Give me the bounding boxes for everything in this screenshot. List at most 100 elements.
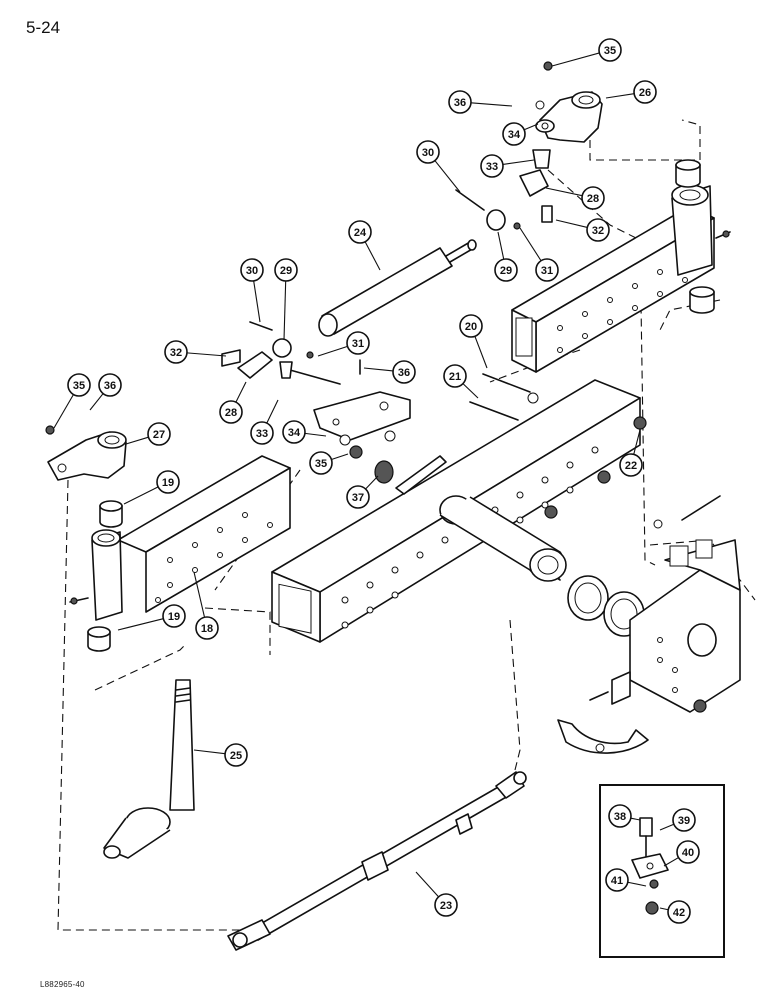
callout-30: 30 xyxy=(240,258,264,323)
callout-31: 31 xyxy=(519,227,559,282)
callout-leader xyxy=(659,907,669,911)
callout-leader xyxy=(117,618,164,631)
callout-label: 35 xyxy=(73,380,85,392)
callout-29: 29 xyxy=(274,258,298,341)
callout-39: 39 xyxy=(659,808,696,832)
callout-label: 26 xyxy=(639,87,651,99)
callout-label: 29 xyxy=(280,265,292,277)
callout-36: 36 xyxy=(363,360,416,384)
callout-label: 36 xyxy=(398,367,410,379)
callout-label: 24 xyxy=(354,227,367,239)
tie-rod xyxy=(227,771,527,951)
callout-leader xyxy=(633,429,641,455)
callout-circle xyxy=(434,893,458,917)
callout-leader xyxy=(627,881,647,887)
callout-label: 22 xyxy=(625,460,637,472)
callout-32: 32 xyxy=(164,340,227,364)
callout-label: 42 xyxy=(673,907,685,919)
callout-label: 19 xyxy=(168,611,180,623)
callout-34: 34 xyxy=(282,420,327,444)
callout-24: 24 xyxy=(348,220,381,271)
callout-leader xyxy=(470,102,513,107)
callout-31: 31 xyxy=(317,331,370,357)
callout-leader xyxy=(125,436,149,445)
callout-leader xyxy=(365,475,379,490)
callout-circle xyxy=(162,604,186,628)
callout-label: 18 xyxy=(201,623,213,635)
callout-leader xyxy=(434,160,461,193)
axle-beam-holes xyxy=(341,446,599,629)
callout-label: 33 xyxy=(256,428,268,440)
callout-circle xyxy=(156,470,180,494)
callout-leader xyxy=(186,352,227,357)
callout-leader xyxy=(53,394,74,429)
callout-circle xyxy=(147,422,171,446)
callout-circle xyxy=(581,186,605,210)
drawing-id: L882965-40 xyxy=(40,980,85,989)
callout-circle xyxy=(586,218,610,242)
callout-label: 32 xyxy=(592,225,604,237)
callout-21: 21 xyxy=(443,364,479,399)
callout-circle xyxy=(392,360,416,384)
callout-leader xyxy=(659,823,675,831)
callout-32: 32 xyxy=(555,218,610,242)
callout-label: 28 xyxy=(225,407,237,419)
callout-leader xyxy=(193,571,206,618)
callout-label: 37 xyxy=(352,492,364,504)
spindle xyxy=(103,679,195,859)
callout-circle xyxy=(416,140,440,164)
callout-circle xyxy=(676,840,700,864)
callout-41: 41 xyxy=(605,868,647,892)
callout-circle xyxy=(480,154,504,178)
callout-circle xyxy=(250,421,274,445)
callout-circle xyxy=(219,400,243,424)
callout-leader xyxy=(630,817,641,821)
callout-label: 30 xyxy=(422,147,434,159)
callout-circle xyxy=(98,373,122,397)
callout-circle xyxy=(282,420,306,444)
callout-18: 18 xyxy=(193,571,219,640)
callout-label: 31 xyxy=(541,265,553,277)
callout-circle xyxy=(619,453,643,477)
callout-leader xyxy=(605,93,635,99)
callout-label: 31 xyxy=(352,338,364,350)
callout-leader xyxy=(415,871,440,898)
callout-label: 33 xyxy=(486,161,498,173)
callout-circle xyxy=(443,364,467,388)
callout-circle xyxy=(346,331,370,355)
callout-36: 36 xyxy=(89,373,122,411)
left-extension-arm xyxy=(69,455,291,652)
callout-circle xyxy=(309,451,333,475)
callout-28: 28 xyxy=(545,186,605,210)
steering-arm-right xyxy=(535,91,603,143)
callout-label: 30 xyxy=(246,265,258,277)
callout-circle xyxy=(605,868,629,892)
callout-leader xyxy=(235,381,247,403)
callout-leader xyxy=(193,749,226,755)
callout-leader xyxy=(523,123,539,131)
callout-label: 28 xyxy=(587,193,599,205)
callout-42: 42 xyxy=(659,900,691,924)
callout-label: 19 xyxy=(162,477,174,489)
pivot-tube xyxy=(439,495,567,582)
callout-22: 22 xyxy=(619,429,643,477)
callout-leader xyxy=(317,345,348,357)
callout-circle xyxy=(672,808,696,832)
callout-26: 26 xyxy=(605,80,657,104)
callout-28: 28 xyxy=(219,381,247,424)
callout-circle xyxy=(346,485,370,509)
right-extension-arm xyxy=(511,159,731,373)
cylinder-bracket xyxy=(313,391,447,495)
callout-leader xyxy=(89,393,104,411)
callout-circle xyxy=(633,80,657,104)
hardware xyxy=(45,61,721,529)
callout-label: 29 xyxy=(500,265,512,277)
callout-19: 19 xyxy=(117,604,186,631)
callout-leader xyxy=(266,399,279,424)
callout-leader xyxy=(497,231,505,260)
steering-cylinder xyxy=(318,239,477,337)
callout-19: 19 xyxy=(123,470,180,505)
callout-label: 23 xyxy=(440,900,452,912)
